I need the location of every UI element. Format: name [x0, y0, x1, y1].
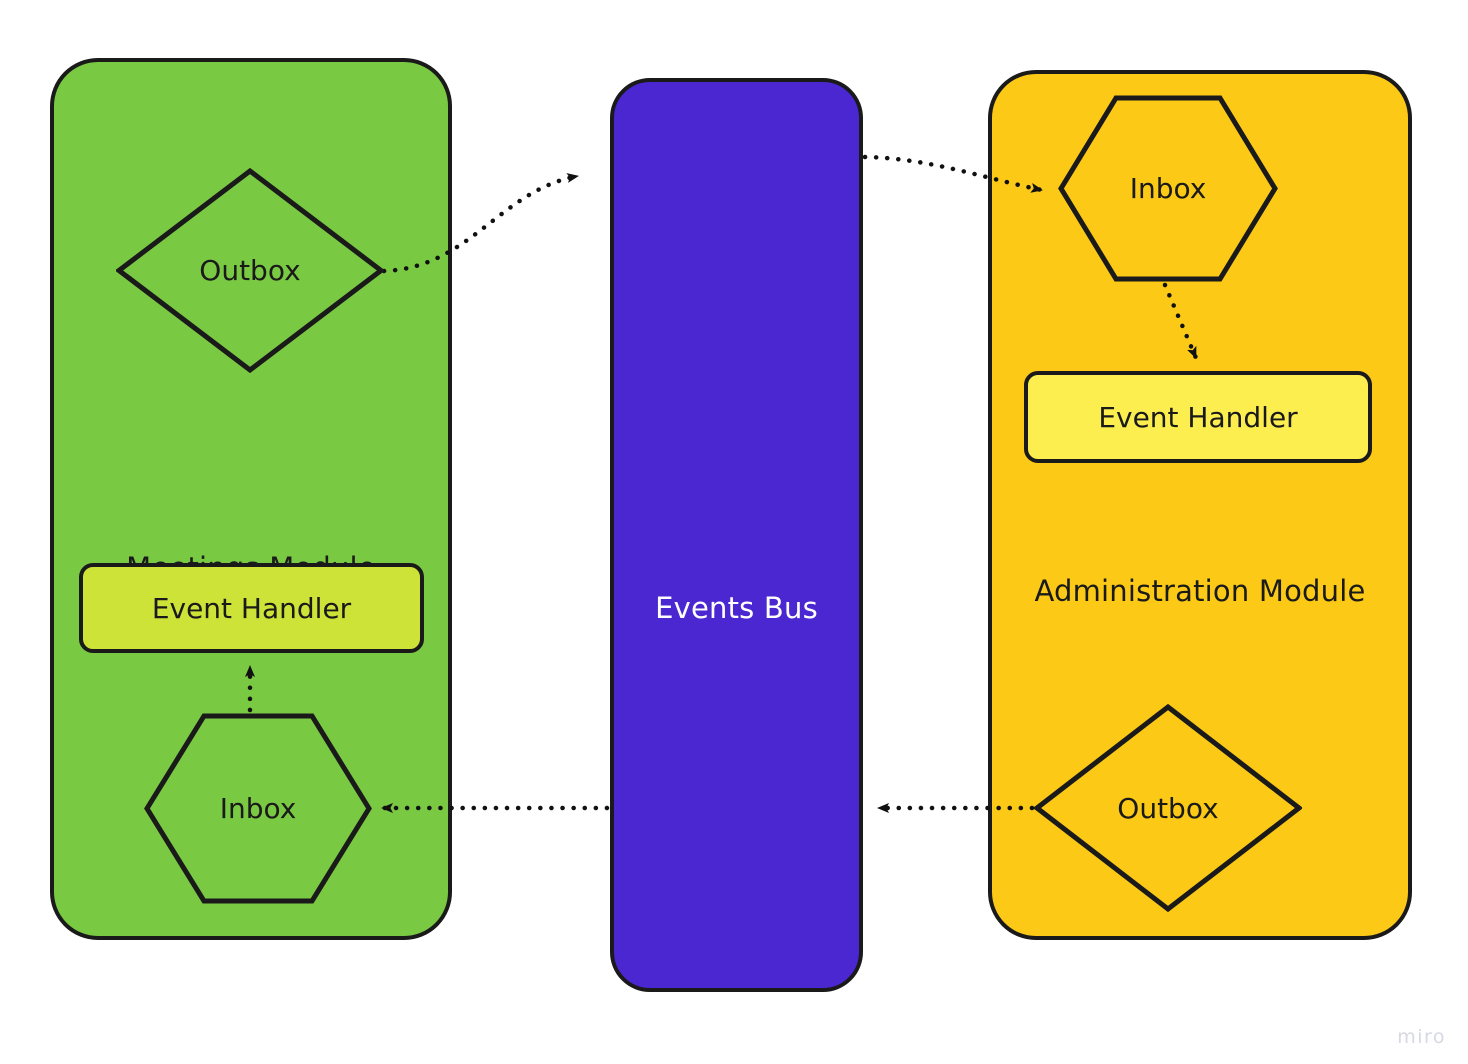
- module-events-bus-label: Events Bus: [655, 591, 818, 625]
- diamond-shape-icon: [1034, 704, 1302, 912]
- node-meetings-event-handler[interactable]: Event Handler: [79, 563, 424, 653]
- node-meetings-event-handler-label: Event Handler: [151, 591, 352, 625]
- diamond-shape-icon: [116, 168, 384, 373]
- node-admin-event-handler-label: Event Handler: [1098, 400, 1298, 434]
- hexagon-shape-icon: [144, 713, 372, 904]
- node-meetings-inbox[interactable]: Inbox: [144, 713, 372, 904]
- node-admin-inbox[interactable]: Inbox: [1058, 95, 1278, 282]
- module-events-bus[interactable]: Events Bus: [610, 78, 863, 992]
- module-administration-label: Administration Module: [1034, 574, 1366, 608]
- node-admin-outbox[interactable]: Outbox: [1034, 704, 1302, 912]
- node-meetings-outbox[interactable]: Outbox: [116, 168, 384, 373]
- hexagon-shape-icon: [1058, 95, 1278, 282]
- node-admin-event-handler[interactable]: Event Handler: [1024, 371, 1372, 463]
- miro-watermark: miro: [1397, 1026, 1446, 1048]
